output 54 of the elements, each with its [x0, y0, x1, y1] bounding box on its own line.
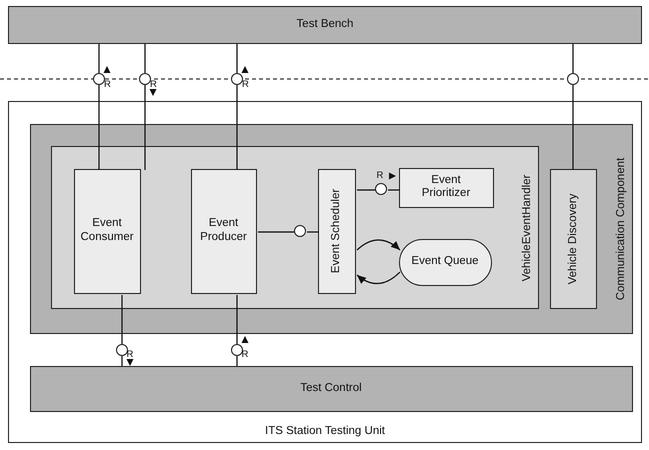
interface-label: R	[242, 80, 249, 90]
component-label: ITS Station Testing Unit	[265, 425, 385, 439]
component-label: Test Bench	[296, 18, 354, 32]
interface-circle	[231, 73, 243, 85]
arrow	[356, 272, 400, 284]
component-frame	[30, 124, 632, 334]
connector-line	[144, 85, 146, 170]
component-label: Test Control	[300, 382, 362, 396]
interface-circle	[567, 73, 579, 85]
component-box	[550, 169, 597, 309]
component-label: VehicleEventHandler	[521, 174, 534, 281]
component-label: Event Queue	[411, 255, 479, 269]
connector-line	[121, 356, 123, 366]
interface-label: R	[376, 170, 384, 180]
unit-frame	[8, 101, 642, 443]
component-label: Event Consumer	[80, 217, 134, 245]
component-box	[190, 168, 256, 294]
component-bar	[8, 6, 642, 44]
interface-circle	[230, 344, 242, 356]
component-label: Event Scheduler	[330, 188, 343, 274]
interface-circle	[374, 182, 386, 194]
component-label: Vehicle Discovery	[566, 194, 580, 284]
connector-line	[98, 85, 100, 170]
interface-label: R	[104, 80, 111, 90]
connector-line	[144, 44, 146, 73]
connector-line	[236, 44, 238, 73]
interface-circle	[116, 344, 128, 356]
arrow	[356, 239, 400, 250]
component-label: Event Prioritizer	[420, 174, 472, 202]
connector-line	[357, 189, 376, 191]
connector-line	[258, 231, 295, 233]
connector-line	[121, 295, 123, 344]
connector-line	[236, 295, 238, 344]
component-box	[318, 168, 356, 294]
connector-line	[388, 189, 400, 191]
queue-shape	[398, 238, 492, 286]
component-box	[398, 168, 494, 208]
connector-line	[98, 44, 100, 73]
component-frame	[51, 146, 539, 309]
component-box	[74, 168, 140, 294]
interface-label: R	[242, 350, 248, 359]
connector-line	[236, 85, 238, 170]
interface-circle	[139, 73, 151, 85]
connector-line	[236, 356, 238, 366]
component-bar	[30, 366, 632, 412]
connector-line	[307, 231, 319, 233]
connector-line	[572, 85, 574, 170]
connector-line	[572, 44, 574, 73]
component-label: Communication Component	[614, 157, 628, 300]
component-label: Event Producer	[199, 217, 248, 245]
interface-label: R	[150, 80, 157, 90]
interface-circle	[93, 73, 105, 85]
interface-circle	[294, 224, 306, 236]
interface-label: R	[126, 350, 134, 359]
